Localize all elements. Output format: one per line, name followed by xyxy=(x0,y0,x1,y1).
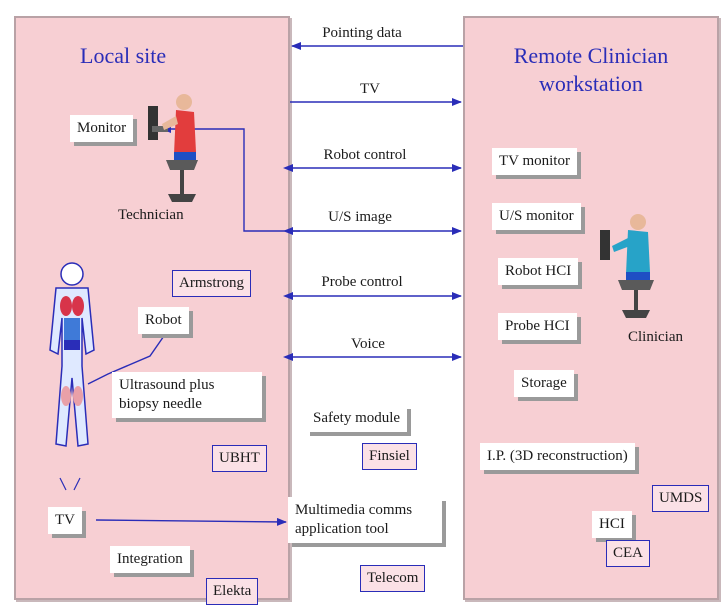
us-monitor-box: U/S monitor xyxy=(492,203,581,230)
integration-box: Integration xyxy=(110,546,190,573)
clinician-figure-icon xyxy=(600,214,654,318)
robot-leader-line xyxy=(87,332,167,385)
probe-hci-box: Probe HCI xyxy=(498,313,577,340)
tv-box: TV xyxy=(48,507,82,534)
us-image-label: U/S image xyxy=(328,209,392,225)
cea-tag: CEA xyxy=(606,540,650,567)
robot-hci-box: Robot HCI xyxy=(498,258,579,285)
remote-site-title: Remote Clinician workstation xyxy=(513,43,669,96)
umds-tag: UMDS xyxy=(652,485,710,512)
voice-label: Voice xyxy=(351,336,385,352)
hci-box: HCI xyxy=(592,511,632,538)
ip-box: I.P. (3D reconstruction) xyxy=(480,443,635,470)
us-feed-line xyxy=(161,125,300,232)
storage-box: Storage xyxy=(514,370,574,397)
tv-monitor-box: TV monitor xyxy=(492,148,577,175)
telecom-tag: Telecom xyxy=(360,565,426,592)
local-site-title: Local site xyxy=(80,43,167,68)
armstrong-tag: Armstrong xyxy=(172,270,251,297)
tv-feed-arrow xyxy=(95,517,287,526)
robot-control-label: Robot control xyxy=(323,147,407,163)
clinician-label: Clinician xyxy=(628,329,683,345)
ultrasound-box: Ultrasound plus biopsy needle xyxy=(112,372,262,418)
monitor-box: Monitor xyxy=(70,115,134,142)
pointing-data-label: Pointing data xyxy=(322,25,402,41)
ubht-tag: UBHT xyxy=(212,445,267,472)
human-body-icon xyxy=(49,262,95,447)
elekta-tag: Elekta xyxy=(206,578,259,605)
multimedia-box: Multimedia comms application tool xyxy=(288,497,442,543)
tv-link-label: TV xyxy=(360,81,380,97)
probe-control-label: Probe control xyxy=(321,274,403,290)
robot-box: Robot xyxy=(138,307,189,334)
technician-figure-icon xyxy=(148,94,198,202)
technician-label: Technician xyxy=(118,207,184,223)
finsiel-tag: Finsiel xyxy=(362,443,417,470)
safety-module-box: Safety module xyxy=(306,405,408,432)
